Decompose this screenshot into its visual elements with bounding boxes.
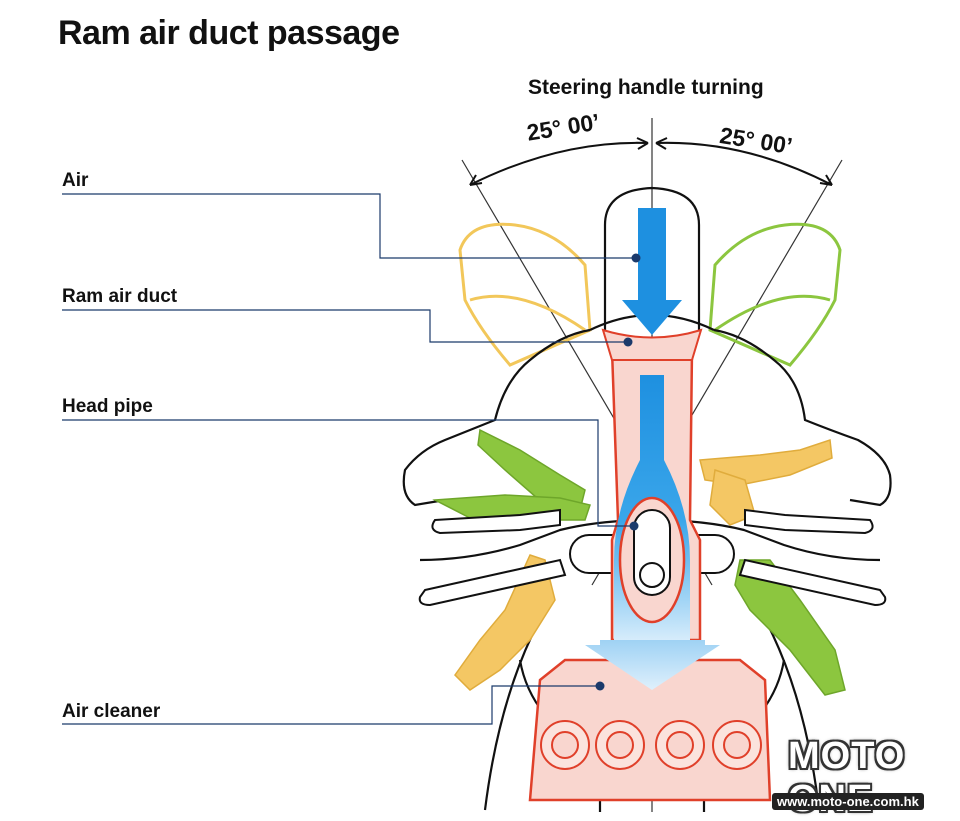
air-cleaner-box	[528, 658, 772, 802]
diagram-subtitle: Steering handle turning	[528, 76, 764, 99]
label-head-pipe: Head pipe	[62, 396, 153, 417]
leader-lines	[62, 193, 636, 725]
label-air-cleaner: Air cleaner	[62, 701, 161, 722]
angle-arc-right	[655, 137, 833, 186]
leader-dots	[595, 253, 641, 691]
right-turn-levers	[432, 428, 846, 696]
label-ram-air-duct: Ram air duct	[62, 286, 178, 307]
diagram-title: Ram air duct passage	[58, 14, 400, 52]
head-pipe	[618, 496, 686, 624]
left-turn-cowl-outline	[458, 222, 592, 367]
right-turn-cowl-outline	[708, 222, 842, 367]
watermark-url: www.moto-one.com.hk	[772, 793, 924, 810]
left-turn-levers	[454, 438, 833, 691]
angle-arc-left	[469, 137, 649, 186]
label-air: Air	[62, 170, 89, 191]
air-cleaner-flow-arrow	[585, 640, 720, 690]
air-inlet-arrow	[622, 208, 682, 335]
